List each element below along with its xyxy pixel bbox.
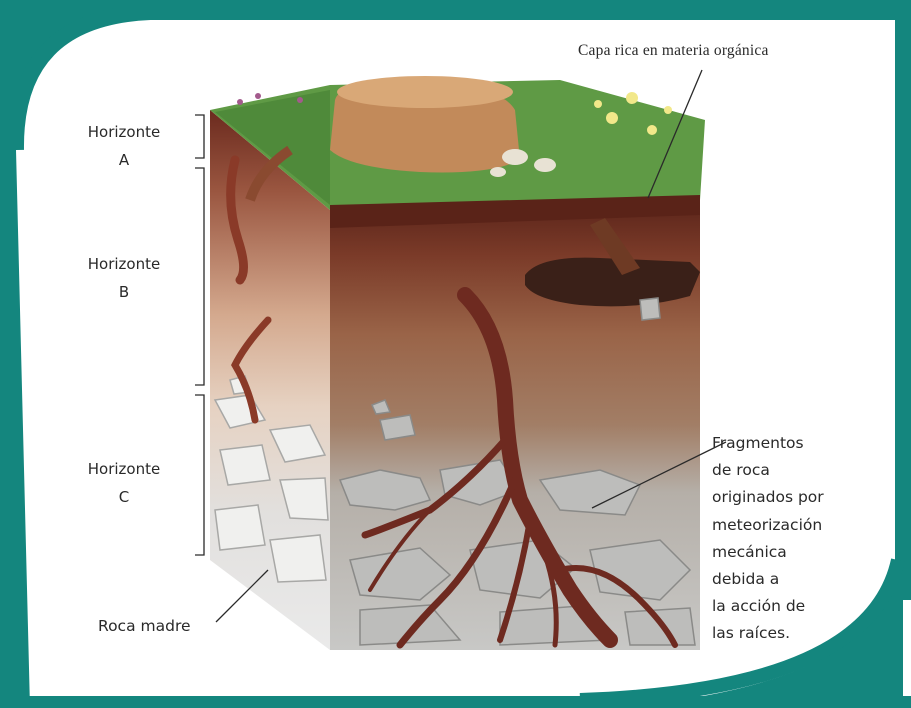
horizon-c-line1: Horizonte bbox=[64, 455, 184, 483]
rock-fragments-line: originados por bbox=[712, 484, 824, 511]
organic-layer-label: Capa rica en materia orgánica bbox=[578, 42, 769, 60]
rock-fragments-line: de roca bbox=[712, 457, 824, 484]
horizon-a-line1: Horizonte bbox=[64, 118, 184, 146]
horizon-b-line2: B bbox=[64, 278, 184, 306]
bedrock-label: Roca madre bbox=[98, 617, 191, 635]
rock-fragments-line: meteorización bbox=[712, 512, 824, 539]
horizon-a-label: Horizonte A bbox=[64, 118, 184, 174]
horizon-b-label: Horizonte B bbox=[64, 250, 184, 306]
rock-fragments-line: debida a bbox=[712, 566, 824, 593]
rock-fragments-label: Fragmentos de roca originados por meteor… bbox=[712, 430, 824, 648]
rock-fragments-line: mecánica bbox=[712, 539, 824, 566]
rock-fragments-line: Fragmentos bbox=[712, 430, 824, 457]
horizon-c-line2: C bbox=[64, 483, 184, 511]
horizon-b-line1: Horizonte bbox=[64, 250, 184, 278]
horizon-a-line2: A bbox=[64, 146, 184, 174]
rock-fragments-line: la acción de bbox=[712, 593, 824, 620]
rock-fragments-line: las raíces. bbox=[712, 620, 824, 647]
horizon-c-label: Horizonte C bbox=[64, 455, 184, 511]
horizon-brackets bbox=[195, 115, 204, 555]
buried-log bbox=[525, 258, 700, 307]
